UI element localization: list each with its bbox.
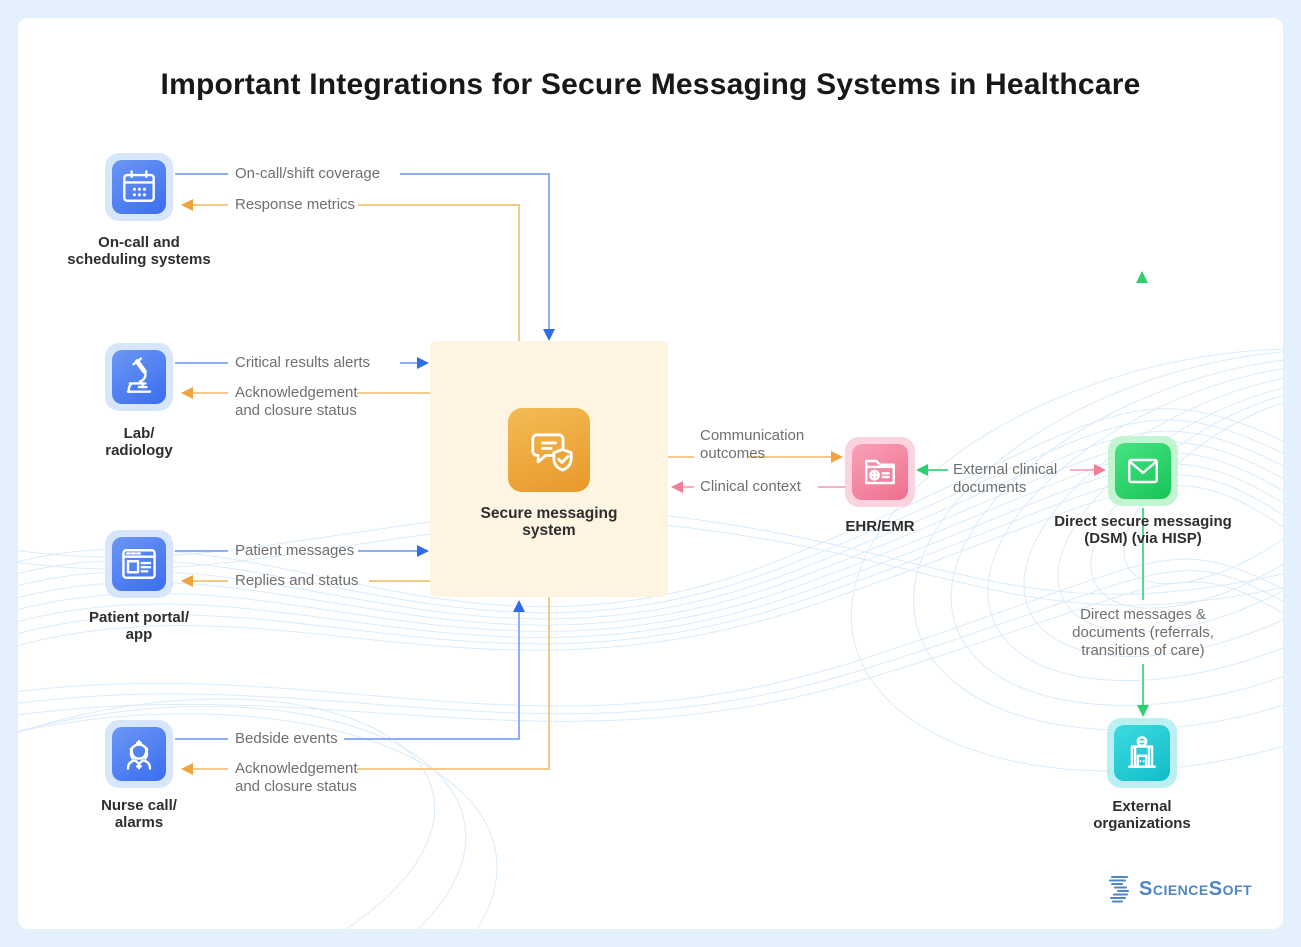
arrow-nurse-to-center (175, 612, 520, 740)
nurse-icon (112, 727, 166, 781)
node-dsm (1108, 436, 1178, 506)
node-secure-messaging-label: Secure messaging system (480, 505, 618, 539)
flow-label-nurse-out: Bedside events (235, 730, 338, 747)
arrowhead-left-ehr-right (916, 464, 928, 476)
envelope-icon (1115, 443, 1171, 499)
arrowhead-left-nurse (181, 763, 193, 775)
hospital-building-icon (1114, 725, 1170, 781)
sciencesoft-logo-text: ScienceSoft (1139, 877, 1253, 900)
microscope-icon (112, 350, 166, 404)
node-portal (105, 530, 173, 598)
browser-icon (112, 537, 166, 591)
node-lab (105, 343, 173, 411)
node-oncall-label: On-call and scheduling systems (67, 234, 211, 268)
arrowhead-left-lab (181, 387, 193, 399)
arrow-oncall-to-center (175, 173, 550, 329)
stray-up-arrowhead (1136, 271, 1148, 283)
arrow-center-to-nurse (193, 597, 550, 770)
node-ehr-label: EHR/EMR (845, 518, 915, 535)
flow-label-to-ehr: Communication outcomes (700, 427, 805, 462)
flow-label-oncall-out: On-call/shift coverage (235, 165, 381, 182)
arrowhead-left-portal (181, 575, 193, 587)
flow-label-dsm-extorg: Direct messages & documents (referrals, … (1072, 606, 1214, 659)
arrowhead-right-ehr (831, 451, 843, 463)
secure-chat-shield-icon (508, 408, 590, 492)
arrowhead-left-oncall (181, 199, 193, 211)
node-extorg (1107, 718, 1177, 788)
node-dsm-label: Direct secure messaging (DSM) (via HISP) (1054, 513, 1232, 547)
arrowhead-right-dsm (1094, 464, 1106, 476)
arrowhead-up-center-bottom (513, 600, 525, 612)
flow-label-ehr-dsm: External clinical documents (953, 461, 1058, 496)
arrowhead-down-center-top (543, 329, 555, 341)
page-title: Important Integrations for Secure Messag… (160, 68, 1141, 101)
node-extorg-label: External organizations (1093, 798, 1191, 832)
medical-folder-icon (852, 444, 908, 500)
arrowhead-left-center-right (671, 481, 683, 493)
node-oncall (105, 153, 173, 221)
sciencesoft-logo: ScienceSoft (1106, 874, 1252, 904)
node-nurse-label: Nurse call/ alarms (101, 797, 177, 831)
flow-label-nurse-in: Acknowledgement and closure status (235, 760, 358, 795)
flow-label-oncall-in: Response metrics (235, 196, 356, 213)
flow-label-lab-in: Acknowledgement and closure status (235, 384, 358, 419)
background-wave-pattern (18, 348, 1283, 929)
sciencesoft-logo-mark (1108, 875, 1130, 903)
arrowhead-right-lab (417, 357, 429, 369)
flow-label-from-ehr: Clinical context (700, 478, 801, 495)
flow-label-portal-in: Replies and status (235, 572, 359, 589)
arrowhead-right-portal (417, 545, 429, 557)
flow-label-lab-out: Critical results alerts (235, 354, 371, 371)
node-nurse (105, 720, 173, 788)
arrow-center-to-oncall (193, 204, 520, 341)
node-portal-label: Patient portal/ app (88, 609, 189, 643)
calendar-icon (112, 160, 166, 214)
node-ehr (845, 437, 915, 507)
arrowhead-down-extorg (1137, 705, 1149, 717)
flow-label-portal-out: Patient messages (235, 542, 355, 559)
node-lab-label: Lab/ radiology (105, 425, 173, 459)
